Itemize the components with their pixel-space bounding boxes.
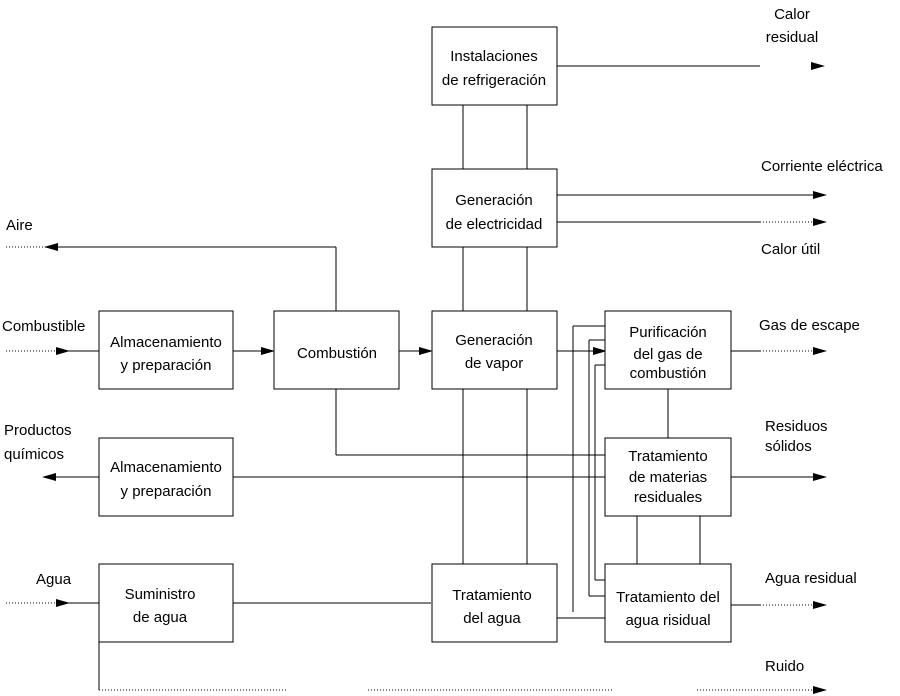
box-refrigeration: Instalaciones de refrigeración — [431, 26, 558, 106]
box-gas-purification-line-3: combustión — [630, 365, 707, 382]
output-useful-heat-label: Calor útil — [761, 241, 820, 258]
box-gas-purification-line-2: del gas de — [633, 346, 702, 363]
connector-lines — [56, 65, 813, 690]
arrow-electric-current — [813, 191, 827, 199]
arrow-to-combustion — [261, 347, 275, 355]
arrow-to-purification — [593, 347, 607, 355]
box-refrigeration-line-2: de refrigeración — [442, 72, 546, 89]
output-residual-heat-label-2: residual — [766, 29, 819, 46]
box-wastewater-treatment-line-1: Tratamiento del — [616, 589, 720, 606]
box-storage-1: Almacenamiento y preparación — [98, 310, 234, 390]
box-wastewater-treatment: Tratamiento del agua risidual — [604, 563, 732, 643]
box-waste-treatment-line-3: residuales — [634, 489, 702, 506]
arrow-useful-heat — [813, 218, 827, 226]
output-solid-waste-label-2: sólidos — [765, 438, 812, 455]
arrow-water — [56, 599, 70, 607]
box-waste-treatment-line-2: de materias — [629, 469, 707, 486]
box-steam-line-2: de vapor — [465, 355, 523, 372]
input-air-label: Aire — [6, 217, 33, 234]
output-solid-waste-label-1: Residuos — [765, 418, 828, 435]
arrow-wastewater — [813, 601, 827, 609]
output-residual-heat-label-1: Calor — [774, 6, 810, 23]
arrow-air — [44, 243, 58, 251]
box-combustion: Combustión — [273, 310, 400, 390]
output-noise-label: Ruido — [765, 658, 804, 675]
arrow-noise — [813, 686, 827, 694]
arrow-chemicals — [42, 473, 56, 481]
box-storage-1-line-2: y preparación — [121, 357, 212, 374]
box-water-treatment-line-2: del agua — [463, 610, 521, 627]
box-waste-treatment-line-1: Tratamiento — [628, 448, 707, 465]
input-chemicals-label-2: químicos — [4, 446, 64, 463]
box-steam: Generación de vapor — [431, 310, 558, 390]
box-electricity-line-1: Generación — [455, 192, 533, 209]
input-fuel-label: Combustible — [2, 318, 85, 335]
arrow-exhaust-gas — [813, 347, 827, 355]
box-storage-2: Almacenamiento y preparación — [98, 437, 234, 517]
arrow-solid-waste — [813, 473, 827, 481]
arrowheads — [42, 62, 827, 694]
box-storage-2-line-2: y preparación — [121, 483, 212, 500]
arrow-to-steam — [419, 347, 433, 355]
dotted-lines — [6, 221, 813, 691]
box-waste-treatment: Tratamiento de materias residuales — [604, 437, 732, 517]
output-exhaust-gas-label: Gas de escape — [759, 317, 860, 334]
arrow-residual-heat — [811, 62, 825, 70]
box-steam-line-1: Generación — [455, 332, 533, 349]
input-chemicals-label-1: Productos — [4, 422, 72, 439]
box-storage-2-line-1: Almacenamiento — [110, 459, 222, 476]
box-gas-purification-line-1: Purificación — [629, 324, 707, 341]
output-wastewater-label: Agua residual — [765, 570, 857, 587]
box-water-supply-line-2: de agua — [133, 609, 188, 626]
box-water-treatment-line-1: Tratamiento — [452, 587, 531, 604]
input-labels: Aire Combustible Productos químicos Agua — [2, 217, 85, 588]
box-storage-1-line-1: Almacenamiento — [110, 334, 222, 351]
arrow-fuel — [56, 347, 70, 355]
output-electric-current-label: Corriente eléctrica — [761, 158, 883, 175]
box-combustion-line-1: Combustión — [297, 345, 377, 362]
box-electricity-line-2: de electricidad — [446, 216, 543, 233]
box-refrigeration-line-1: Instalaciones — [450, 48, 538, 65]
box-water-treatment: Tratamiento del agua — [431, 563, 558, 643]
box-water-supply: Suministro de agua — [98, 563, 234, 643]
box-gas-purification: Purificación del gas de combustión — [604, 310, 732, 390]
output-labels: Calor residual Corriente eléctrica Calor… — [759, 6, 883, 675]
box-water-supply-line-1: Suministro — [125, 586, 196, 603]
box-electricity: Generación de electricidad — [431, 168, 558, 248]
box-wastewater-treatment-line-2: agua risidual — [625, 612, 710, 629]
input-water-label: Agua — [36, 571, 72, 588]
